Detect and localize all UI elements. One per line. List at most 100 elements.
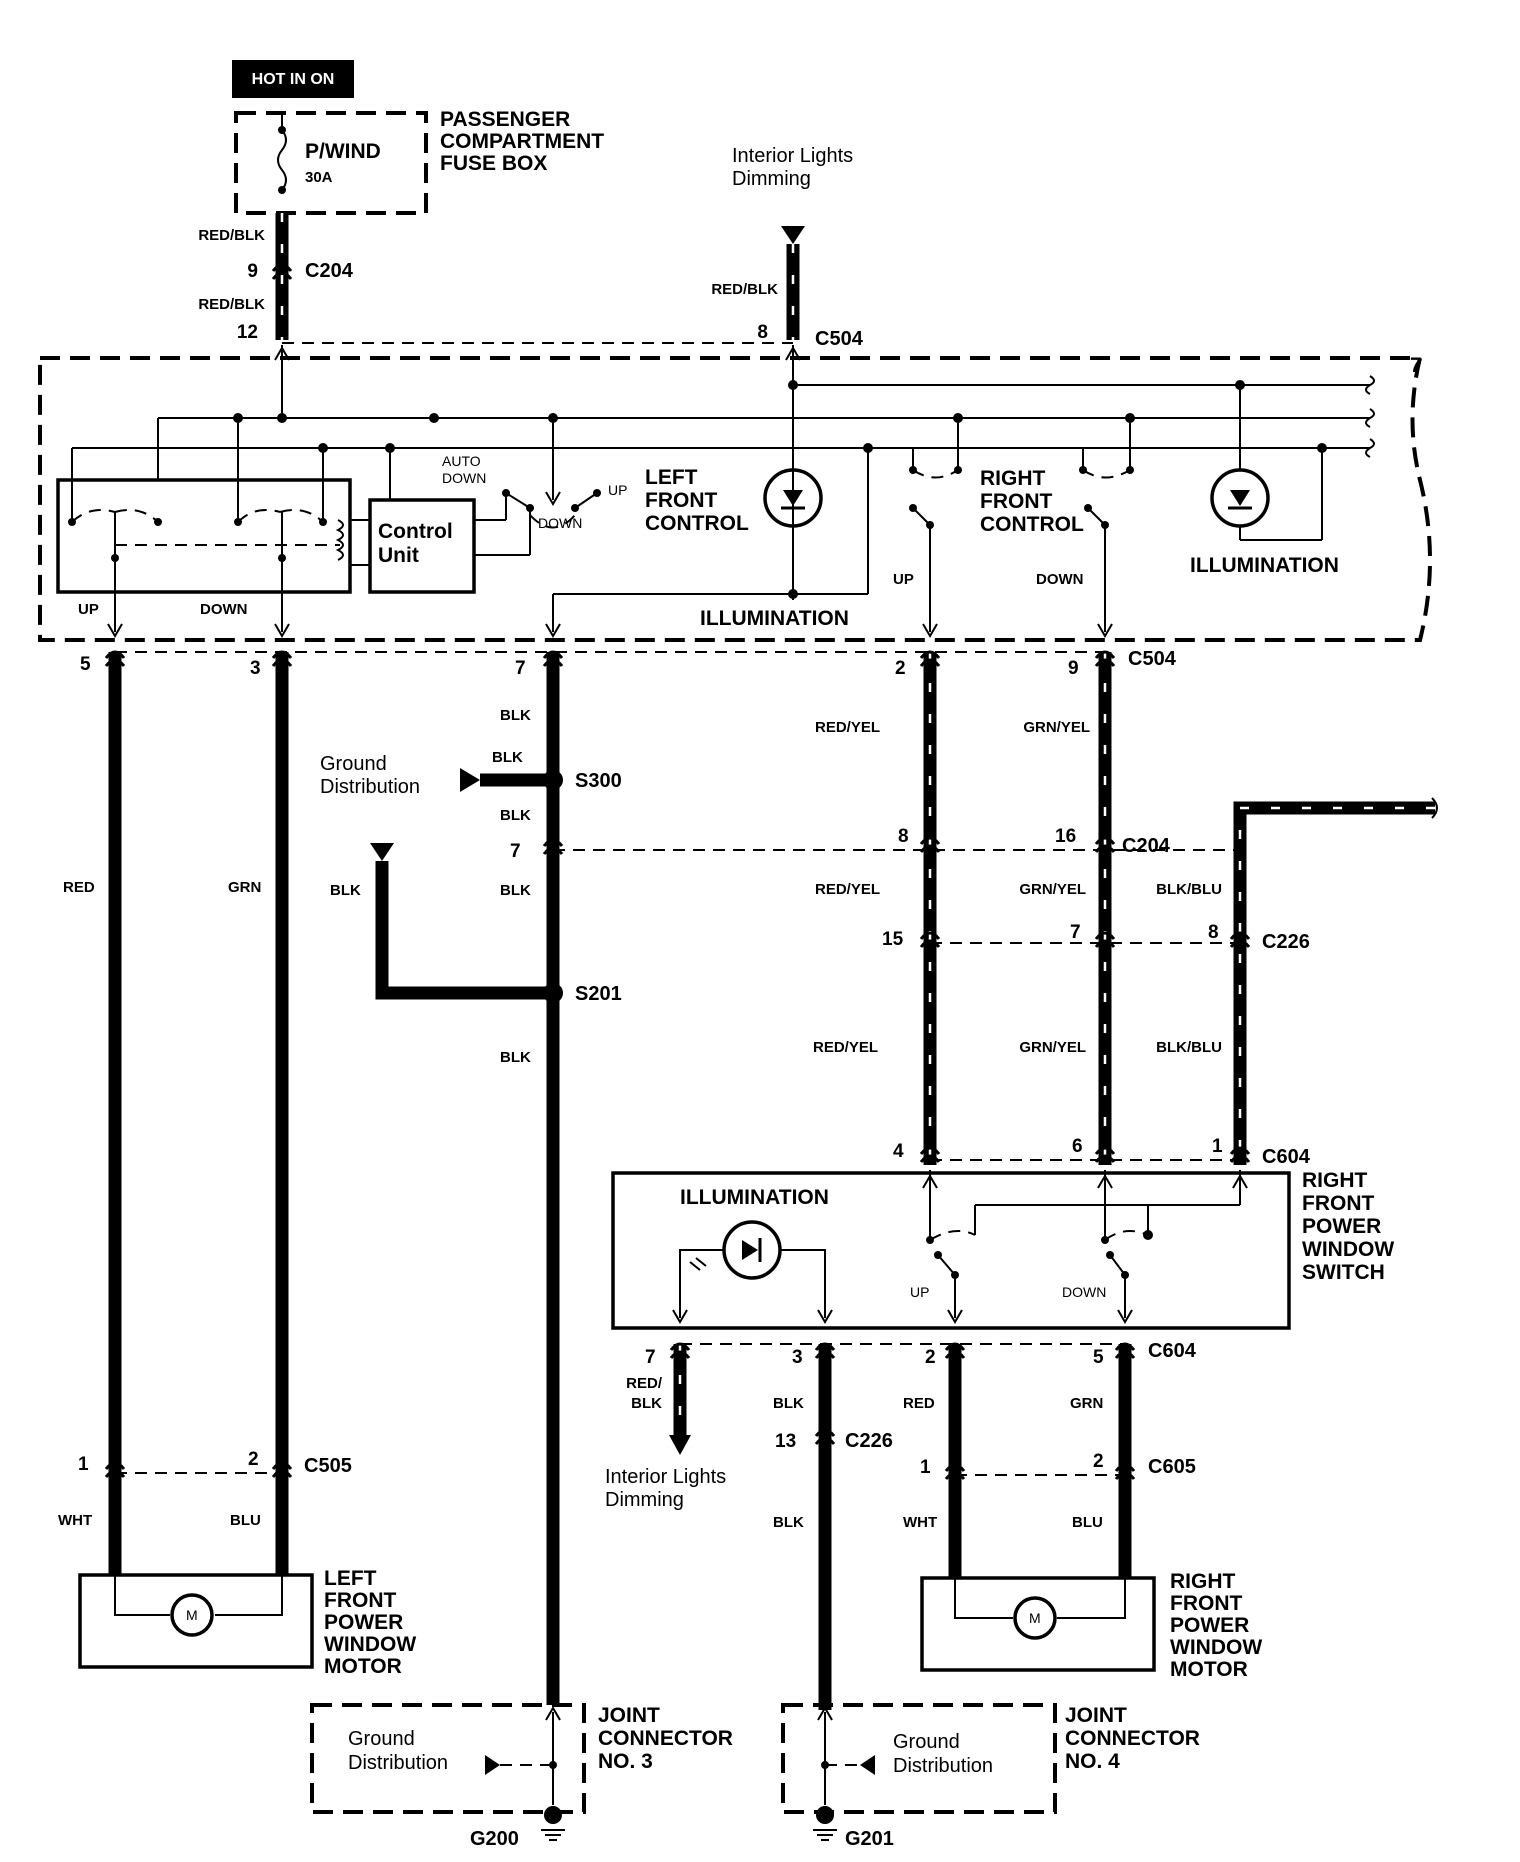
wc-grn-yel-3: GRN/YEL (1019, 1039, 1086, 1056)
hot-in-on-text: HOT IN ON (252, 71, 335, 88)
left-motor-label-2: FRONT (324, 1589, 396, 1612)
pin-8-c226: 8 (1208, 922, 1219, 943)
wire-blk-s201-branch (375, 861, 553, 1000)
right-motor-symbol (1013, 1596, 1057, 1640)
wc-blk-s300: BLK (492, 749, 523, 766)
lfc-label-1: LEFT (645, 466, 698, 489)
wc-blk-2: BLK (500, 807, 531, 824)
fuse-box-label-2: COMPARTMENT (440, 130, 604, 153)
joint4-label-1: JOINT (1065, 1704, 1127, 1727)
right-motor-box (920, 1576, 1156, 1672)
wc-blu-right: BLU (1072, 1514, 1103, 1531)
auto-down-label-2: DOWN (442, 470, 486, 486)
splice-s300 (543, 770, 563, 790)
rfs-up-label: UP (910, 1284, 929, 1300)
pin-13-c226: 13 (775, 1431, 796, 1452)
fuse-rating: 30A (305, 169, 333, 186)
auto-down-label-1: AUTO (442, 453, 481, 469)
wc-blk-s201: BLK (330, 882, 361, 899)
wc-red-split: RED/ (626, 1375, 663, 1392)
left-motor-label-3: POWER (324, 1611, 403, 1634)
joint-connector-4-box (781, 1703, 1057, 1814)
rfc-label-1: RIGHT (980, 467, 1046, 490)
conn-c604-top: C604 (1262, 1146, 1311, 1168)
lfc-down-label: DOWN (538, 515, 582, 531)
pin-8-c504: 8 (757, 322, 768, 343)
pin-6-c604: 6 (1072, 1136, 1083, 1157)
conn-s300: S300 (575, 770, 622, 792)
joint3-label-3: NO. 3 (598, 1750, 653, 1773)
wc-blk-blu-2: BLK/BLU (1156, 1039, 1222, 1056)
right-motor-label-1: RIGHT (1170, 1570, 1236, 1593)
rfc-label-3: CONTROL (980, 513, 1084, 536)
fuse-symbol (277, 113, 287, 191)
rfs-label-2: FRONT (1302, 1192, 1374, 1215)
pin-7-c226: 7 (1070, 922, 1081, 943)
left-motor-box (78, 1573, 314, 1669)
wc-grn-yel-2: GRN/YEL (1019, 881, 1086, 898)
left-motor-label-4: WINDOW (324, 1633, 416, 1656)
illumination-label-rf: ILLUMINATION (680, 1186, 829, 1209)
pin-2-c505: 2 (248, 1449, 259, 1470)
pin-7-c504: 7 (515, 658, 526, 679)
joint3-label-1: JOINT (598, 1704, 660, 1727)
wc-blk-rf-1: BLK (773, 1395, 804, 1412)
pin-1-c604: 1 (1212, 1136, 1223, 1157)
pin-1-c505: 1 (78, 1454, 89, 1475)
wc-red-blk-1: RED/BLK (198, 227, 265, 244)
pin-16-c204: 16 (1055, 826, 1076, 847)
wc-blu-left: BLU (230, 1512, 261, 1529)
control-unit-label-1: Control (378, 520, 453, 543)
gd-label-j4-2: Distribution (893, 1755, 993, 1777)
pin-7-c204: 7 (510, 841, 521, 862)
control-unit-label-2: Unit (378, 544, 419, 567)
wc-blk-3: BLK (500, 882, 531, 899)
wc-red-yel-2: RED/YEL (815, 881, 880, 898)
lfc-up-label: UP (608, 482, 627, 498)
illumination-label-master: ILLUMINATION (700, 607, 849, 630)
fuse-name: P/WIND (305, 140, 381, 163)
wc-red-right: RED (903, 1395, 935, 1412)
pin-8-c204: 8 (898, 826, 909, 847)
conn-c226-top: C226 (1262, 931, 1310, 953)
right-motor-m: M (1029, 1610, 1041, 1626)
control-unit-box (368, 498, 476, 594)
conn-s201: S201 (575, 983, 622, 1005)
rfs-label-4: WINDOW (1302, 1238, 1394, 1261)
wc-red-yel-3: RED/YEL (813, 1039, 878, 1056)
dimming-label-bottom-2: Dimming (605, 1489, 684, 1511)
pin-1-c605: 1 (920, 1457, 931, 1478)
rfc-label-2: FRONT (980, 490, 1052, 513)
splice-s201 (543, 983, 563, 1003)
pin-4-c604: 4 (893, 1141, 904, 1162)
wc-red-blk-3: RED/BLK (711, 281, 778, 298)
relay-up-label: UP (78, 601, 99, 618)
joint4-label-2: CONNECTOR (1065, 1727, 1200, 1750)
wc-blk-rf-2: BLK (773, 1514, 804, 1531)
pin-2-c504: 2 (895, 658, 906, 679)
pin-5: 5 (80, 654, 91, 675)
wc-red-yel-1: RED/YEL (815, 719, 880, 736)
left-motor-label-5: MOTOR (324, 1655, 402, 1678)
right-motor-label-4: WINDOW (1170, 1636, 1262, 1659)
fuse-box-label-1: PASSENGER (440, 108, 570, 131)
gd-label-s300-2: Distribution (320, 776, 420, 798)
joint3-label-2: CONNECTOR (598, 1727, 733, 1750)
dimming-label-top-1: Interior Lights (732, 145, 853, 167)
wc-wht-left: WHT (58, 1512, 92, 1529)
rfs-down-label: DOWN (1062, 1284, 1106, 1300)
wc-grn-left: GRN (228, 879, 261, 896)
fuse-box-label-3: FUSE BOX (440, 152, 547, 175)
rf-switch-box (611, 1171, 1291, 1330)
wc-blk-split: BLK (631, 1395, 662, 1412)
conn-c604-bottom: C604 (1148, 1340, 1197, 1362)
wc-blk-4: BLK (500, 1049, 531, 1066)
pin-9-c504: 9 (1068, 658, 1079, 679)
pin-2-c604: 2 (925, 1347, 936, 1368)
illumination-label-right: ILLUMINATION (1190, 554, 1339, 577)
conn-c504-bottom: C504 (1128, 648, 1177, 670)
wc-red-left: RED (63, 879, 95, 896)
wc-grn-right: GRN (1070, 1395, 1103, 1412)
left-motor-m: M (186, 1607, 198, 1623)
ground-g200: G200 (470, 1828, 519, 1850)
